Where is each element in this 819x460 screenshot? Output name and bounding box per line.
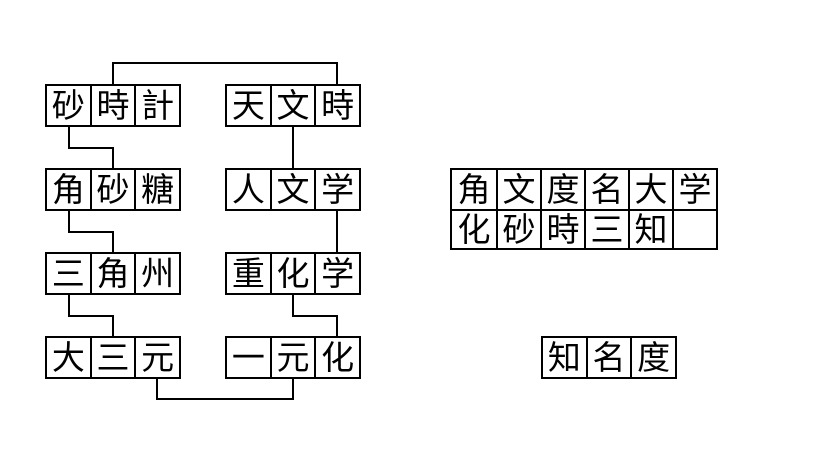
char-cell: 三 [89,338,135,377]
char-cell: 計 [134,86,179,125]
connector-角-rail [68,231,114,233]
bank-char-cell: 知 [628,209,672,248]
bank-char-cell: 学 [672,170,716,209]
bank-empty-cell [672,209,716,248]
connector-砂-vertical [68,127,70,149]
char-bank: 角文度名大学化砂時三知 [450,168,718,250]
connector-三-vertical [68,295,70,317]
word-box-juukagaku: 重化学 [225,252,361,295]
connector-学-vertical [336,231,338,252]
char-cell: 砂 [89,170,135,209]
word-box-ichigenka: 一元化 [225,336,361,379]
connector-学-vertical [336,211,338,233]
connector-元-rail [156,398,294,400]
char-cell: 文 [269,170,315,209]
connector-元-vertical [292,379,294,400]
bank-char-cell: 大 [628,170,672,209]
word-box-kakuzatou: 角砂糖 [45,168,181,211]
char-cell: 名 [585,338,631,377]
char-cell: 天 [231,87,265,124]
bank-char-cell: 三 [584,209,628,248]
char-cell: 時 [314,86,359,125]
connector-化-vertical [292,295,294,317]
bank-char-cell: 化 [452,209,496,248]
connector-三-rail [68,315,114,317]
char-cell: 元 [269,338,315,377]
connector-砂-rail [68,147,114,149]
word-box-tenmonji: 天文時 [225,84,361,127]
connector-文-vertical [292,147,294,168]
char-cell: 大 [51,339,85,376]
connector-時-rail [112,62,338,64]
connector-角-vertical [68,211,70,233]
connector-角-vertical [112,231,114,252]
answer-word-box: 知名度 [541,336,677,379]
connector-時-vertical [336,62,338,84]
char-cell: 州 [134,254,179,293]
connector-三-vertical [112,315,114,336]
connector-時-vertical [112,62,114,84]
char-cell: 元 [134,338,179,377]
connector-化-vertical [336,315,338,336]
char-cell: 化 [269,254,315,293]
char-cell: 三 [51,255,85,292]
bank-char-cell: 角 [457,171,491,208]
bank-char-cell: 度 [540,170,584,209]
char-cell: 重 [231,255,265,292]
char-cell: 角 [51,171,85,208]
char-cell: 糖 [134,170,179,209]
char-cell: 学 [314,254,359,293]
connector-化-rail [292,315,338,317]
bank-char-cell: 文 [496,170,540,209]
word-box-sankakusu: 三角州 [45,252,181,295]
char-cell: 人 [231,171,265,208]
connector-元-vertical [156,379,158,400]
word-box-sunadokei: 砂時計 [45,84,181,127]
bank-char-cell: 名 [584,170,628,209]
bank-row: 化砂時三知 [452,209,716,248]
bank-char-cell: 砂 [496,209,540,248]
bank-char-cell: 時 [540,209,584,248]
word-box-daisangen: 大三元 [45,336,181,379]
connector-文-vertical [292,127,294,149]
word-box-jinbungaku: 人文学 [225,168,361,211]
bank-row: 角文度名大学 [452,170,716,209]
char-cell: 一 [231,339,265,376]
char-cell: 度 [630,338,675,377]
char-cell: 砂 [51,87,85,124]
char-cell: 時 [89,86,135,125]
connector-砂-vertical [112,147,114,168]
char-cell: 文 [269,86,315,125]
char-cell: 学 [314,170,359,209]
char-cell: 化 [314,338,359,377]
char-cell: 角 [89,254,135,293]
char-cell: 知 [547,339,581,376]
